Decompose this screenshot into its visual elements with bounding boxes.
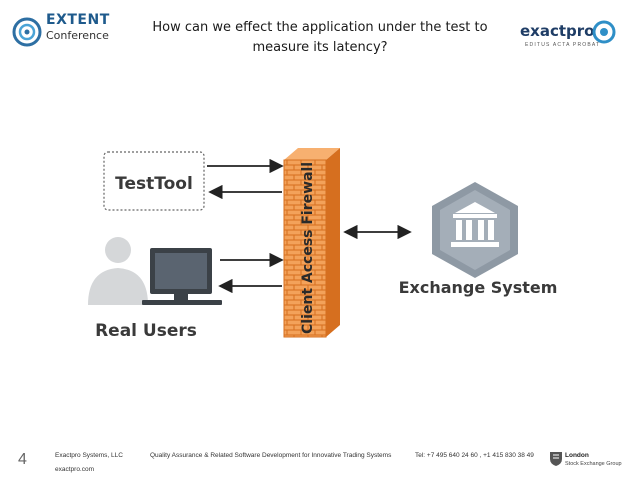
testtool-box — [103, 151, 205, 211]
testtool-box-border — [103, 151, 205, 211]
footer-phone: Tel: +7 495 640 24 60 , +1 415 830 38 49 — [415, 452, 534, 459]
lse-logo-name: London — [565, 452, 589, 459]
lse-logo-subtitle: Stock Exchange Group — [565, 461, 622, 467]
slide-title-line2: measure its latency? — [252, 40, 388, 55]
testtool-label: TestTool — [115, 174, 193, 194]
slide-title-line1: How can we effect the application under … — [152, 20, 488, 35]
footer-description: Quality Assurance & Related Software Dev… — [150, 452, 392, 459]
exactpro-logo-icon — [592, 20, 616, 44]
exchange-label: Exchange System — [399, 278, 558, 297]
extent-logo-subtitle: Conference — [46, 29, 109, 42]
footer-website[interactable]: exactpro.com — [55, 466, 95, 473]
real-users-label: Real Users — [95, 321, 197, 341]
exactpro-logo-tagline: EDITUS ACTA PROBAT — [525, 42, 601, 48]
exchange-building-icon — [432, 182, 518, 278]
firewall-wall — [283, 148, 340, 338]
exactpro-logo-name: exactpro — [520, 22, 595, 40]
firewall-label: Client Access Firewall — [300, 162, 316, 334]
monitor-icon — [142, 248, 222, 305]
page-number: 4 — [18, 451, 27, 468]
extent-logo-icon — [12, 17, 42, 47]
lse-crest-icon — [550, 452, 562, 466]
extent-logo-name: EXTENT — [46, 12, 110, 28]
footer-company: Exactpro Systems, LLC — [55, 452, 123, 459]
slide-title: How can we effect the application under … — [120, 18, 520, 58]
extent-logo — [10, 12, 120, 52]
user-icon — [88, 237, 148, 305]
